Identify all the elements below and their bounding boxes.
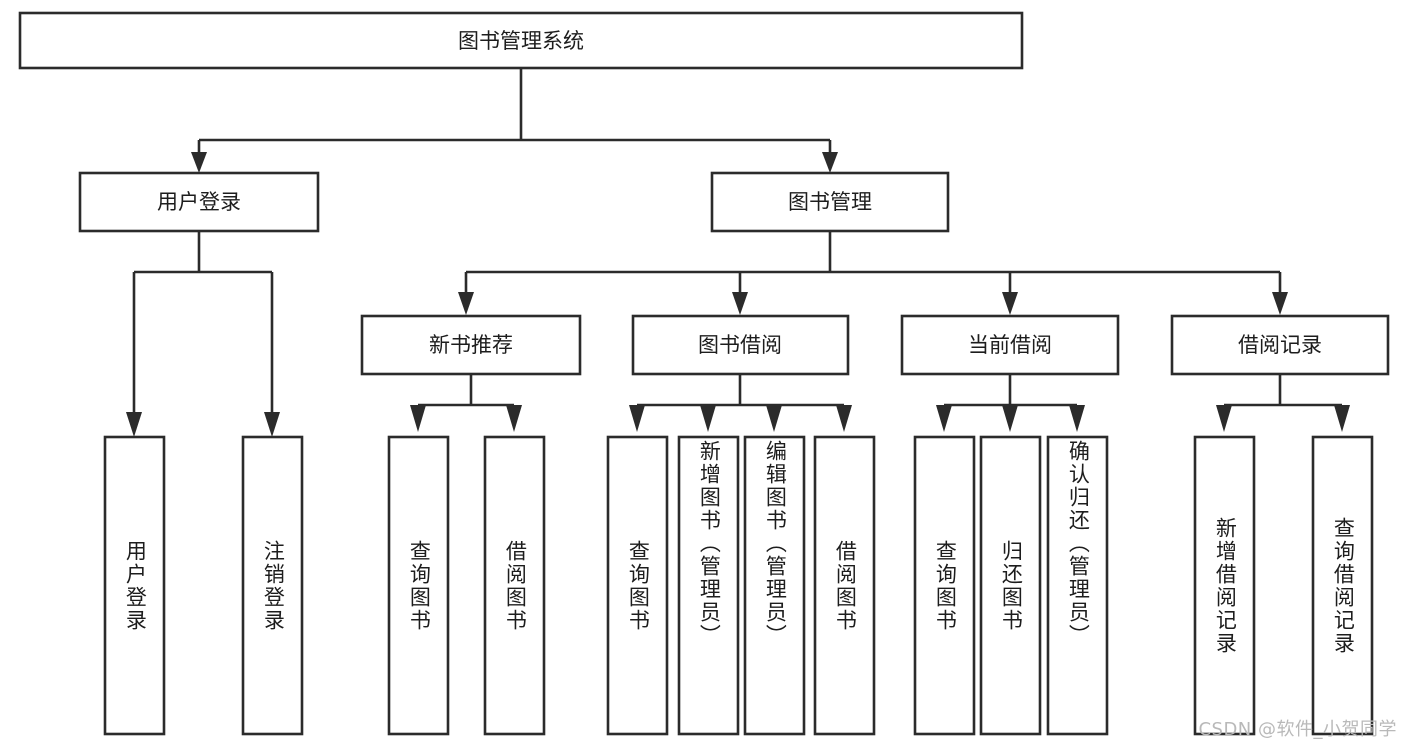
arrow-borrowrecord-leaf-2 bbox=[1334, 405, 1350, 432]
node-book-management[interactable]: 图书管理 bbox=[710, 171, 950, 233]
arrow-bookborrow-leaf-4 bbox=[836, 405, 852, 432]
arrow-to-borrow-record bbox=[1272, 292, 1288, 315]
leaf-box-borrow-lend[interactable] bbox=[813, 435, 876, 736]
arrow-to-leaf-user-login bbox=[126, 412, 142, 437]
leaf-box-borrow-edit[interactable] bbox=[743, 435, 806, 736]
leaf-box-borrow-add[interactable] bbox=[677, 435, 740, 736]
node-root-label: 图书管理系统 bbox=[458, 29, 584, 53]
arrow-newbook-leaf-2 bbox=[506, 405, 522, 432]
arrow-bookborrow-leaf-1 bbox=[629, 405, 645, 432]
arrow-to-leaf-logout bbox=[264, 412, 280, 437]
node-book-management-box[interactable] bbox=[710, 171, 950, 233]
node-current-borrow-box[interactable] bbox=[900, 314, 1120, 376]
node-book-management-label: 图书管理 bbox=[788, 190, 872, 214]
node-user-login-box[interactable] bbox=[78, 171, 320, 233]
leaf-box-logout[interactable] bbox=[241, 435, 304, 736]
node-new-book-label: 新书推荐 bbox=[429, 333, 513, 357]
node-root[interactable]: 图书管理系统 bbox=[18, 11, 1024, 70]
arrow-to-current-borrow bbox=[1002, 292, 1018, 315]
leaf-box-newbook-query[interactable] bbox=[387, 435, 450, 736]
connector-group-root bbox=[191, 68, 838, 173]
leaf-box-newbook-borrow[interactable] bbox=[483, 435, 546, 736]
leaf-box-current-return[interactable] bbox=[979, 435, 1042, 736]
leaf-box-current-confirm[interactable] bbox=[1046, 435, 1109, 736]
connector-group-borrow-record bbox=[1216, 374, 1350, 432]
node-new-book-box[interactable] bbox=[360, 314, 582, 376]
arrow-to-new-book bbox=[458, 292, 474, 315]
arrow-newbook-leaf-1 bbox=[410, 405, 426, 432]
connector-group-new-book bbox=[410, 374, 522, 432]
arrow-bookborrow-leaf-3 bbox=[766, 405, 782, 432]
node-borrow-record-box[interactable] bbox=[1170, 314, 1390, 376]
leaf-box-group bbox=[103, 435, 1374, 736]
arrow-currentborrow-leaf-1 bbox=[936, 405, 952, 432]
connector-group-book-borrow bbox=[629, 374, 852, 432]
node-new-book[interactable]: 新书推荐 bbox=[360, 314, 582, 376]
node-borrow-record-label: 借阅记录 bbox=[1238, 333, 1322, 357]
node-borrow-record[interactable]: 借阅记录 bbox=[1170, 314, 1390, 376]
leaf-box-user-login[interactable] bbox=[103, 435, 166, 736]
arrow-currentborrow-leaf-2 bbox=[1002, 405, 1018, 432]
leaf-box-borrow-query[interactable] bbox=[606, 435, 669, 736]
connector-group-current-borrow bbox=[936, 374, 1085, 432]
arrow-to-book-borrow bbox=[732, 292, 748, 315]
arrow-to-book-management bbox=[822, 152, 838, 173]
connector-group-user-login bbox=[126, 231, 280, 437]
leaf-box-record-query[interactable] bbox=[1311, 435, 1374, 736]
node-book-borrow[interactable]: 图书借阅 bbox=[631, 314, 850, 376]
node-book-borrow-label: 图书借阅 bbox=[698, 333, 782, 357]
leaf-box-record-add[interactable] bbox=[1193, 435, 1256, 736]
node-current-borrow-label: 当前借阅 bbox=[968, 333, 1052, 357]
arrow-bookborrow-leaf-2 bbox=[700, 405, 716, 432]
watermark-text: CSDN @软件_小贺同学 bbox=[1198, 719, 1397, 740]
node-user-login[interactable]: 用户登录 bbox=[78, 171, 320, 233]
leaf-box-current-query[interactable] bbox=[913, 435, 976, 736]
arrow-to-user-login bbox=[191, 152, 207, 173]
arrow-currentborrow-leaf-3 bbox=[1069, 405, 1085, 432]
node-root-box[interactable] bbox=[18, 11, 1024, 70]
arrow-borrowrecord-leaf-1 bbox=[1216, 405, 1232, 432]
node-current-borrow[interactable]: 当前借阅 bbox=[900, 314, 1120, 376]
node-user-login-label: 用户登录 bbox=[157, 190, 241, 214]
connector-group-book-management bbox=[458, 232, 1288, 315]
node-book-borrow-box[interactable] bbox=[631, 314, 850, 376]
